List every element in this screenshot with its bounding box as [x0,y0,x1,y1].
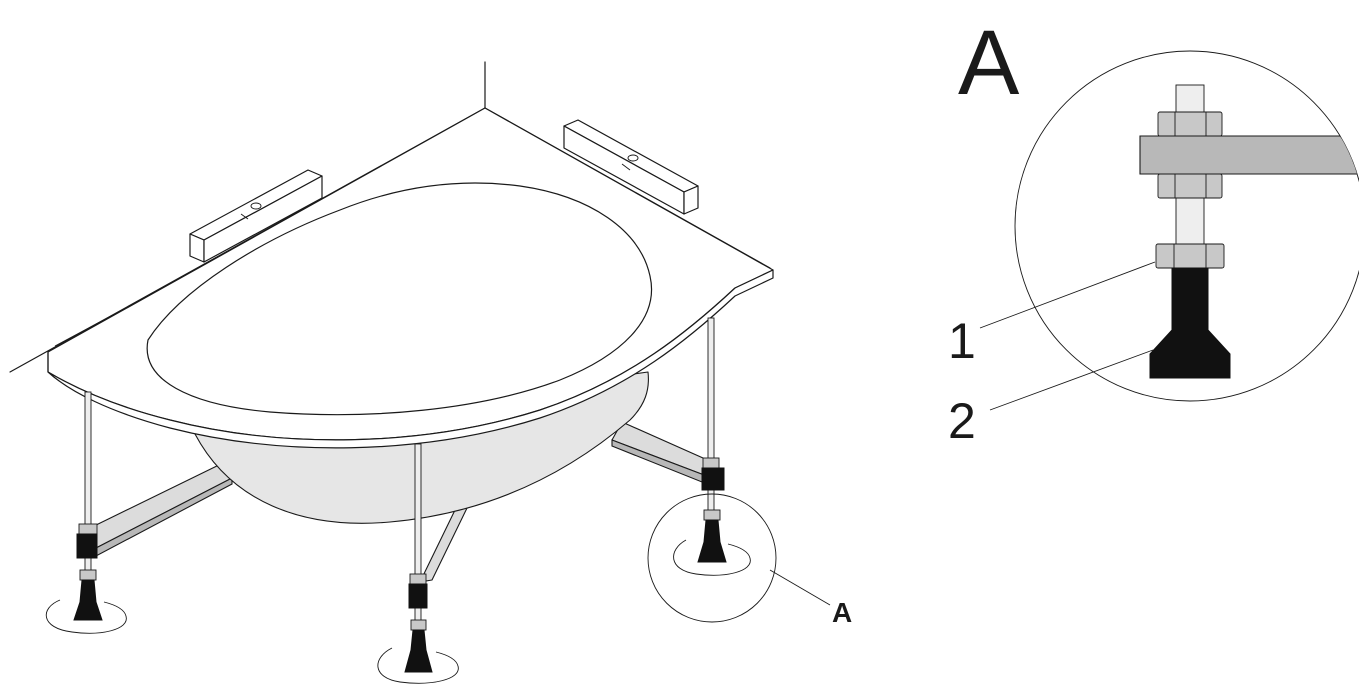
leg-right [647,317,831,623]
support-frame [89,421,713,583]
wall-bracket-left [189,169,323,263]
detail-reference-label: A [832,597,852,628]
detail-view-a [979,50,1359,411]
detail-marker-circle [647,493,777,623]
rubber-foot [1149,267,1231,379]
wall-bracket-right [563,119,699,215]
leg-middle [377,443,459,684]
detail-label-large: A [958,12,1020,114]
part-label-2: 2 [948,393,976,449]
leg-left [45,391,127,634]
bathtub [47,107,774,524]
part-label-1: 1 [948,313,976,369]
lock-nut [1155,243,1225,269]
